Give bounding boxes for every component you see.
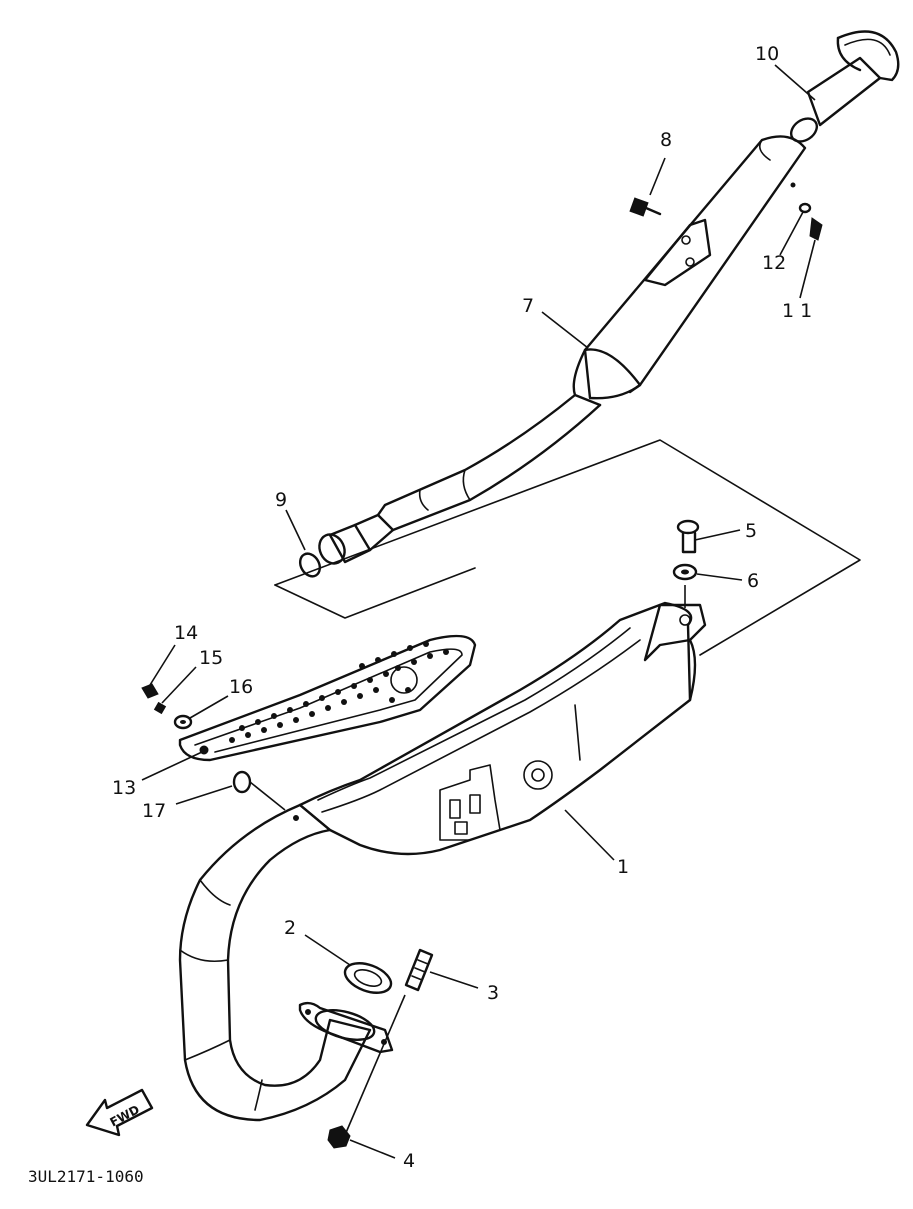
damper-17-part [175, 770, 286, 811]
callout-10: 10 [755, 43, 779, 65]
callout-8: 8 [660, 129, 672, 151]
screw-14-part [141, 644, 176, 699]
bolt-5-part [676, 519, 741, 554]
spring-washer-15-part [153, 666, 197, 715]
leader-1 [564, 809, 615, 861]
callout-17: 17 [142, 800, 166, 822]
screw-11-part [799, 217, 823, 299]
assembly-group-outline [274, 439, 861, 656]
silencer-part [318, 135, 807, 565]
callout-14: 14 [174, 622, 198, 644]
gasket-2-part [304, 934, 393, 994]
callout-4: 4 [403, 1150, 415, 1172]
callout-9: 9 [275, 489, 287, 511]
callout-2: 2 [284, 917, 296, 939]
callout-13: 13 [112, 777, 136, 799]
leader-10 [774, 64, 816, 101]
leader-7 [541, 311, 589, 349]
callout-7: 7 [522, 295, 534, 317]
washer-6-part [672, 563, 743, 608]
callout-12: 12 [762, 252, 786, 274]
callout-1: 1 [617, 856, 629, 878]
callout-11: 11 [782, 300, 818, 322]
muffler-part [178, 601, 707, 1122]
nut-4-part [327, 1125, 396, 1159]
drawing-code: 3UL2171-1060 [28, 1167, 144, 1186]
callout-15: 15 [199, 647, 223, 669]
callout-3: 3 [487, 982, 499, 1004]
protector-perforations [229, 641, 449, 743]
callout-labels: 1 2 3 4 5 6 7 8 9 10 11 12 13 14 15 16 1… [112, 43, 818, 1172]
leader-13 [141, 751, 203, 781]
protector-part [178, 634, 477, 762]
callout-16: 16 [229, 676, 253, 698]
callout-6: 6 [747, 570, 759, 592]
stud-3-part [344, 948, 479, 1136]
end-cap-part [789, 30, 900, 143]
washer-12-part [779, 202, 812, 256]
bolt-8-part [629, 157, 666, 217]
forward-direction-arrow: FWD [85, 1088, 154, 1137]
gasket-9-part [285, 509, 322, 578]
washer-16-part [173, 695, 229, 730]
callout-5: 5 [745, 520, 757, 542]
